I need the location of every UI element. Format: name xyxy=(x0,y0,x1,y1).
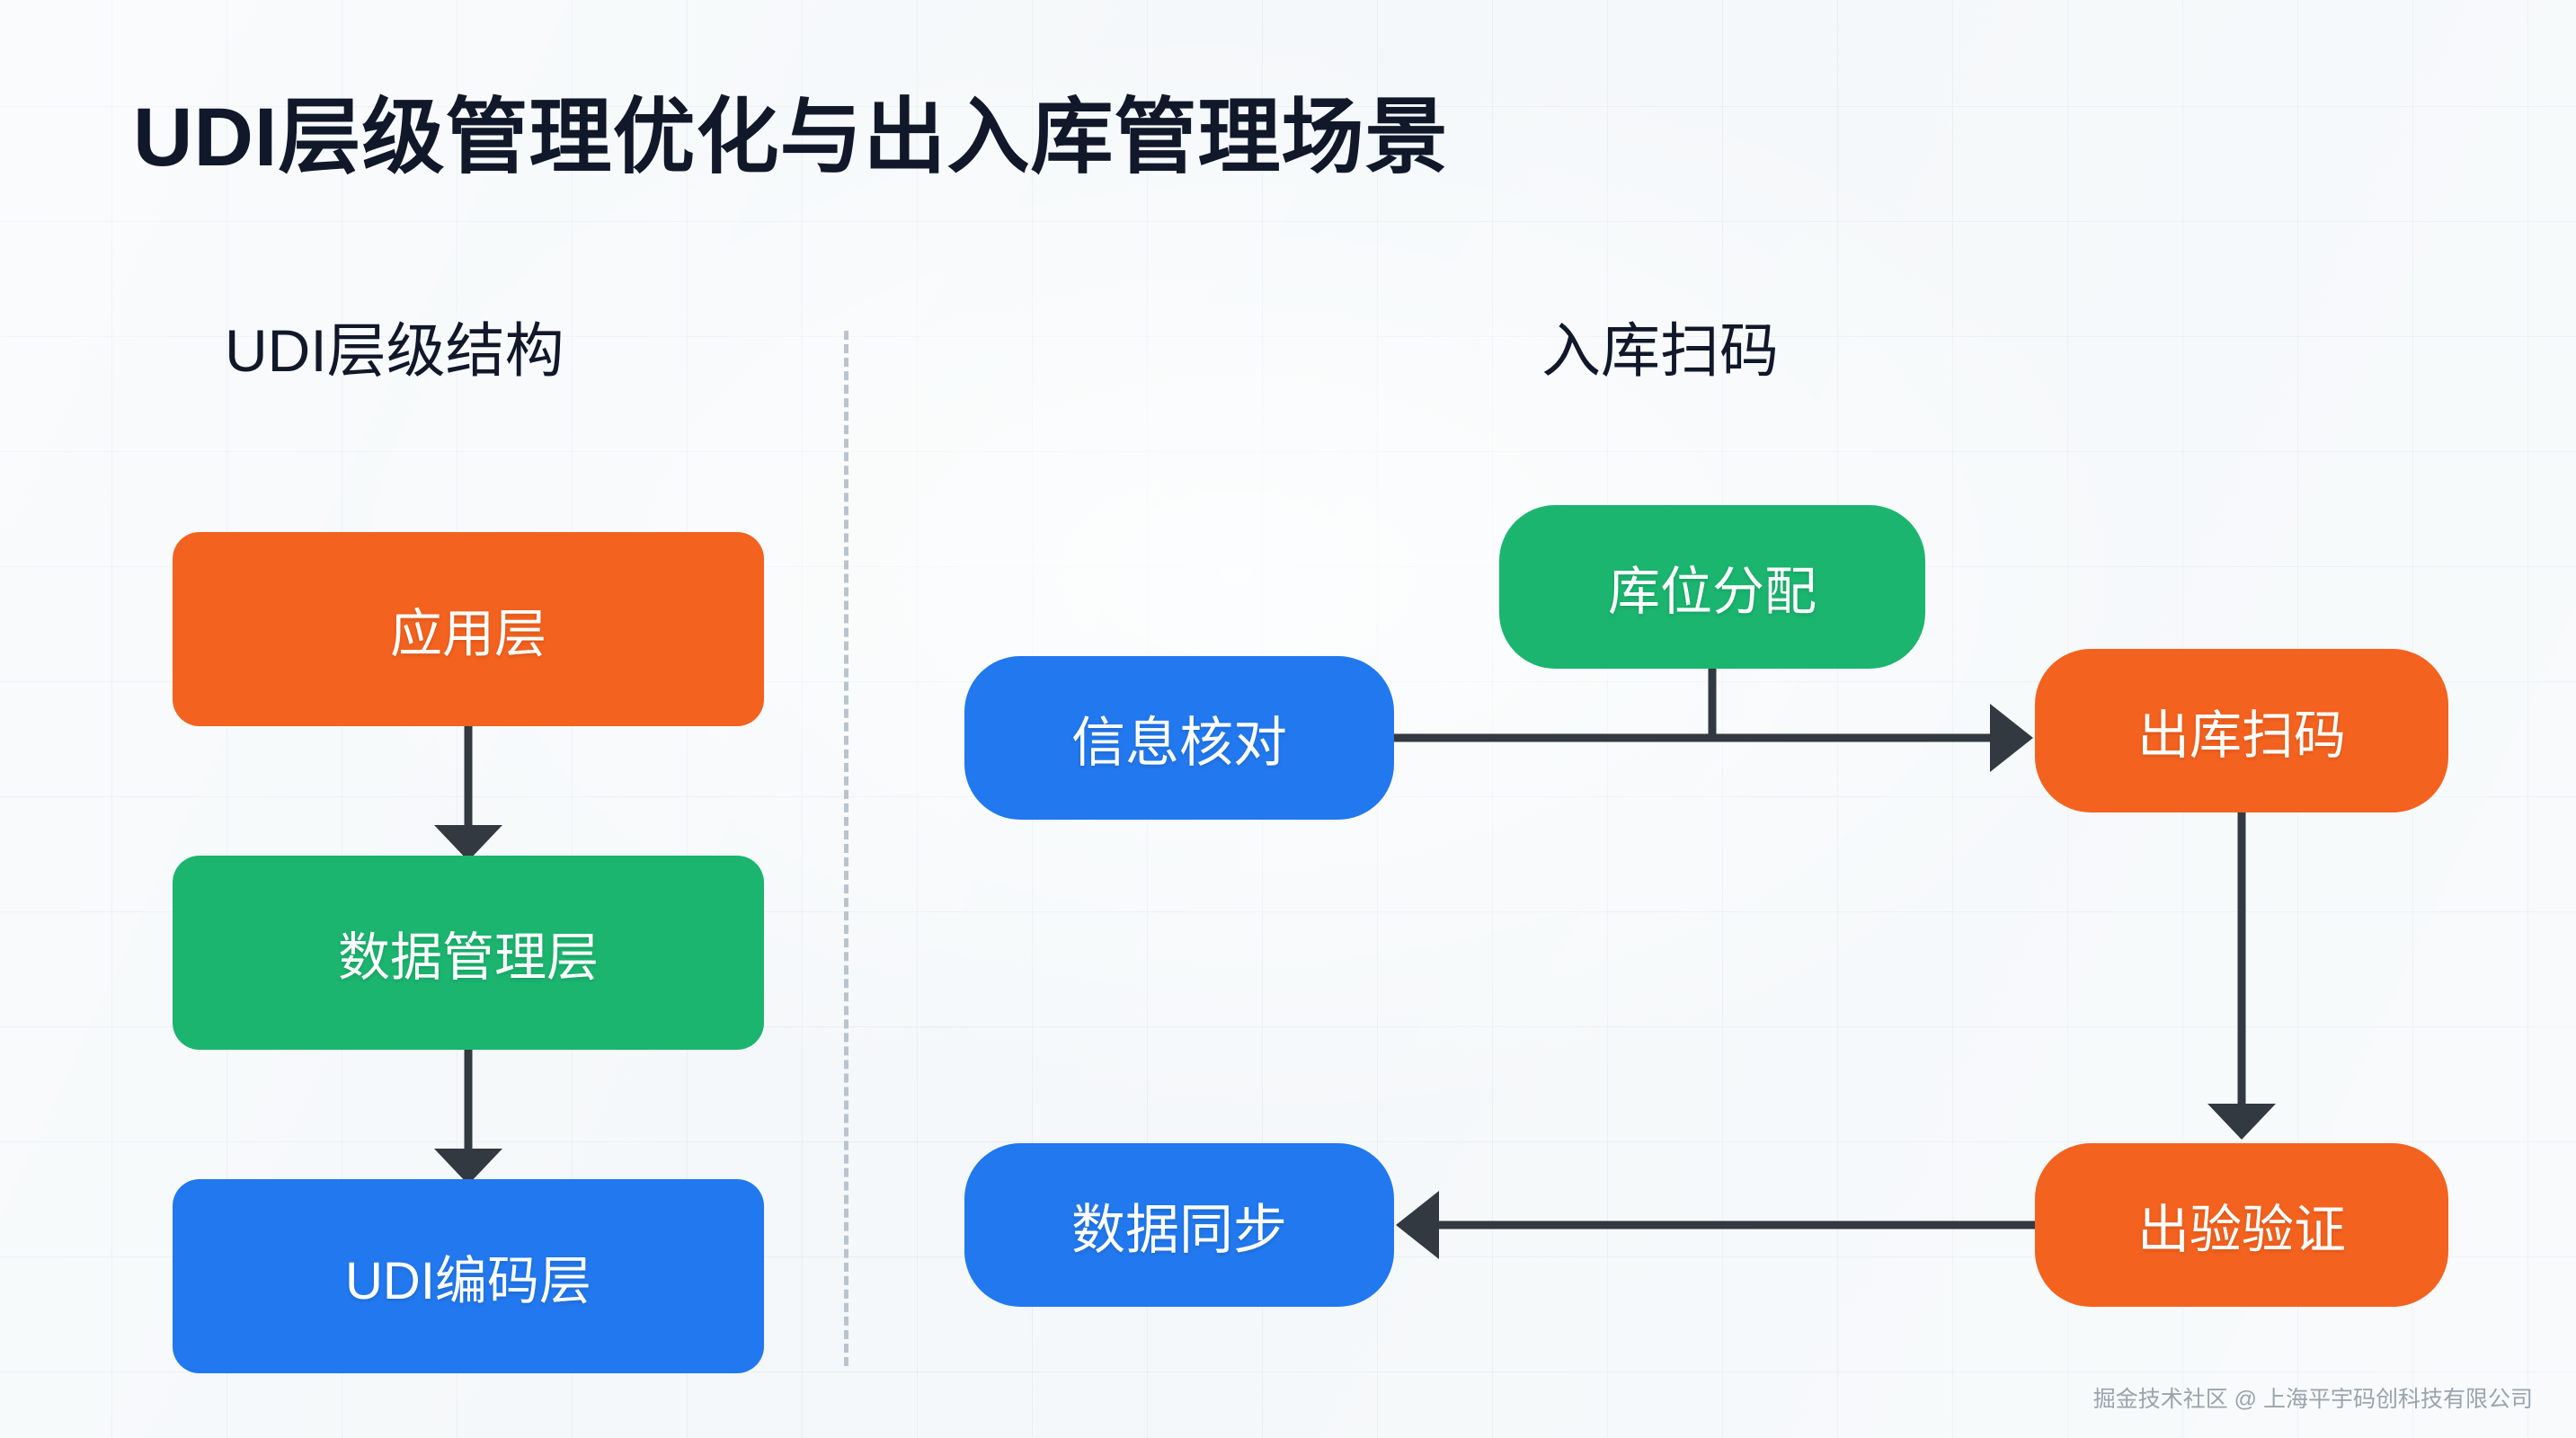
node-data-sync[interactable]: 数据同步 xyxy=(964,1143,1394,1307)
section-divider xyxy=(844,331,848,1366)
node-data-management-layer[interactable]: 数据管理层 xyxy=(173,856,764,1050)
watermark: 掘金技术社区 @ 上海平宇码创科技有限公司 xyxy=(2092,1387,2533,1412)
edge-check-to-outscan xyxy=(1394,704,2033,772)
edge-data-to-udi xyxy=(434,1050,502,1185)
edge-app-to-data xyxy=(434,726,502,861)
node-information-verification[interactable]: 信息核对 xyxy=(964,656,1394,820)
node-udi-coding-layer[interactable]: UDI编码层 xyxy=(173,1179,764,1373)
section-heading-hierarchy: UDI层级结构 xyxy=(225,317,564,384)
page-title: UDI层级管理优化与出入库管理场景 xyxy=(133,92,1449,183)
node-location-allocation[interactable]: 库位分配 xyxy=(1499,505,1925,669)
node-application-layer[interactable]: 应用层 xyxy=(173,532,764,726)
node-outbound-scan[interactable]: 出库扫码 xyxy=(2035,649,2448,812)
edge-verify-to-sync xyxy=(1396,1191,2035,1259)
edge-outscan-to-verify xyxy=(2207,812,2276,1140)
section-heading-inbound: 入库扫码 xyxy=(1541,317,1779,384)
node-outbound-validation[interactable]: 出验验证 xyxy=(2035,1143,2448,1307)
